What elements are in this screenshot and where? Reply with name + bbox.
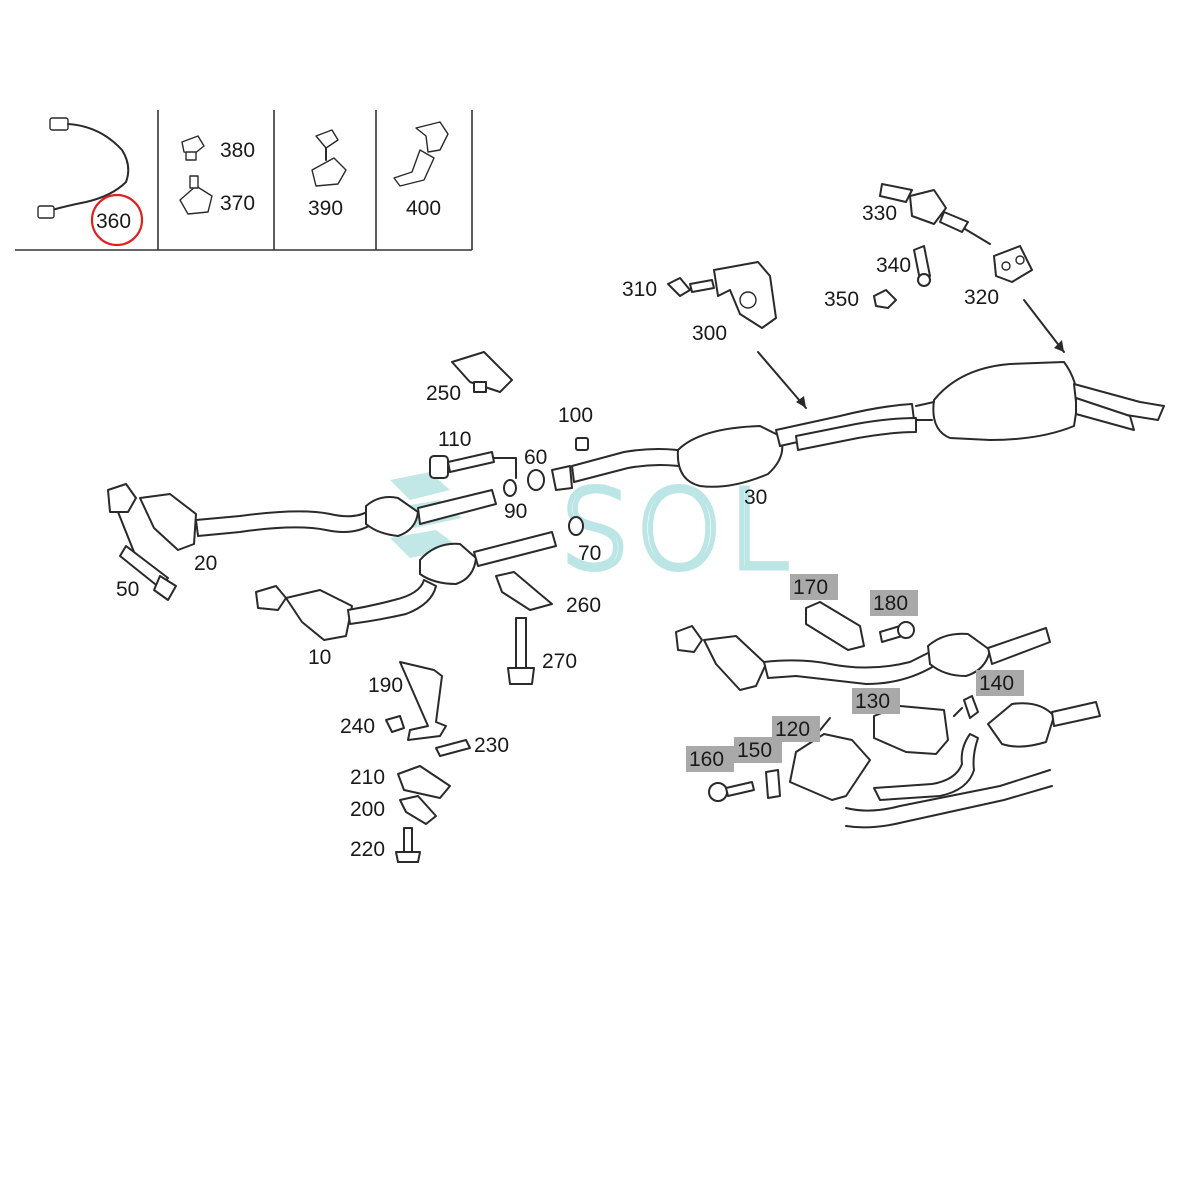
highlight-box-160	[686, 746, 734, 772]
callout-180: 180	[873, 592, 908, 615]
highlight-circle-360	[90, 193, 144, 247]
callout-260: 260	[566, 594, 601, 617]
oxygen-sensor-icon[interactable]	[37, 117, 130, 219]
callout-10: 10	[308, 646, 331, 669]
callout-270: 270	[542, 650, 577, 673]
callout-90: 90	[504, 500, 527, 523]
bracket-250-icon[interactable]	[451, 351, 513, 393]
nut-350-icon[interactable]	[873, 289, 897, 309]
bolt-230-icon[interactable]	[435, 739, 471, 757]
hanger-bracket-300-icon[interactable]	[713, 261, 777, 329]
main-exhaust-assembly	[107, 361, 1165, 641]
clamp-380-icon[interactable]	[181, 135, 205, 161]
parts-inset-table: 360 380 370 390 400	[15, 110, 473, 251]
callout-170: 170	[793, 576, 828, 599]
callout-190: 190	[368, 674, 403, 697]
bolt-50-icon[interactable]	[119, 545, 177, 601]
nut-240-icon[interactable]	[385, 715, 405, 733]
callout-340: 340	[876, 254, 911, 277]
nut-100-icon[interactable]	[575, 437, 589, 451]
callout-380: 380	[220, 139, 255, 162]
watermark-text: SOL	[560, 466, 796, 594]
callout-150: 150	[737, 739, 772, 762]
highlight-box-150	[734, 737, 782, 763]
rubber-mount-320-icon[interactable]	[993, 245, 1033, 283]
bolt-180-icon[interactable]	[879, 621, 915, 643]
catalytic-converter-right-upper-icon[interactable]	[703, 635, 767, 691]
screw-160-icon[interactable]	[708, 781, 755, 802]
clamp-200-icon[interactable]	[399, 795, 437, 825]
callout-110: 110	[438, 428, 471, 451]
bolt-310-icon[interactable]	[667, 277, 715, 297]
highlight-box-180	[870, 590, 918, 616]
callout-240: 240	[340, 715, 375, 738]
callout-250: 250	[426, 382, 461, 405]
gasket-90-icon[interactable]	[503, 479, 517, 497]
callout-100: 100	[558, 404, 593, 427]
bracket-190-icon[interactable]	[399, 661, 447, 741]
catalytic-converter-20-icon[interactable]	[139, 493, 197, 551]
catalytic-converter-10-icon[interactable]	[285, 589, 353, 641]
callout-200: 200	[350, 798, 385, 821]
callout-360: 360	[96, 210, 131, 233]
highlight-box-140	[976, 670, 1024, 696]
callout-350: 350	[824, 288, 859, 311]
highlight-box-130	[852, 688, 900, 714]
callout-160: 160	[689, 748, 724, 771]
ring-140-icon[interactable]	[963, 695, 979, 719]
callout-20: 20	[194, 552, 217, 575]
highlight-box-170	[790, 574, 838, 600]
catalytic-converter-upper-icon[interactable]	[365, 496, 419, 537]
bracket-400-icon[interactable]	[393, 121, 449, 187]
bracket-130-icon[interactable]	[873, 705, 949, 755]
callout-320: 320	[964, 286, 999, 309]
callout-50: 50	[116, 578, 139, 601]
bracket-170-icon[interactable]	[805, 601, 865, 651]
rear-muffler-icon[interactable]	[932, 361, 1079, 441]
clamp-210-icon[interactable]	[397, 765, 451, 799]
bolt-110-icon[interactable]	[429, 451, 495, 479]
ring-70-icon[interactable]	[568, 516, 584, 536]
right-subassembly	[675, 601, 1101, 829]
callout-30: 30	[744, 486, 767, 509]
bracket-120-icon[interactable]	[789, 733, 871, 801]
callout-220: 220	[350, 838, 385, 861]
callout-370: 370	[220, 192, 255, 215]
callout-330: 330	[862, 202, 897, 225]
callout-140: 140	[979, 672, 1014, 695]
clamp-390-icon[interactable]	[311, 129, 347, 187]
callout-120: 120	[775, 718, 810, 741]
callout-70: 70	[578, 542, 601, 565]
clamp-370-icon[interactable]	[179, 175, 213, 215]
catalytic-converter-lower-icon[interactable]	[419, 542, 477, 585]
callout-310: 310	[622, 278, 657, 301]
callout-390: 390	[308, 197, 343, 220]
callout-labels: 10 20 30 50 60 70 90 100 110 250 260 270…	[116, 202, 1024, 861]
bolt-220-icon[interactable]	[395, 827, 421, 863]
callout-130: 130	[855, 690, 890, 713]
bracket-260-icon[interactable]	[495, 571, 553, 611]
hanger-330-icon[interactable]	[879, 183, 969, 233]
callout-400: 400	[406, 197, 441, 220]
ring-60-icon[interactable]	[527, 469, 545, 491]
callout-210: 210	[350, 766, 385, 789]
screw-340-icon[interactable]	[913, 245, 931, 287]
callout-60: 60	[524, 446, 547, 469]
catalytic-converter-30-icon[interactable]	[676, 425, 784, 488]
clip-150-icon[interactable]	[765, 769, 781, 799]
callout-300: 300	[692, 322, 727, 345]
callout-230: 230	[474, 734, 509, 757]
bolt-270-icon[interactable]	[507, 617, 535, 685]
